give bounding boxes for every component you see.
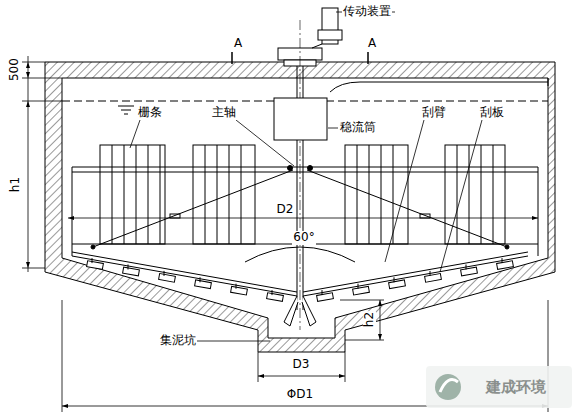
scraper-blade xyxy=(389,280,406,289)
bar xyxy=(205,145,206,244)
bar xyxy=(136,145,137,244)
bar xyxy=(469,145,470,244)
part-label: 传动装置 xyxy=(342,5,392,18)
main-shaft xyxy=(297,20,303,330)
bar xyxy=(241,145,242,244)
blade-bolt xyxy=(200,277,201,282)
bar xyxy=(217,145,218,244)
dimension-text: D3 xyxy=(292,358,311,371)
truss xyxy=(72,166,538,257)
blade-bolt xyxy=(128,264,129,269)
grid-bars xyxy=(100,145,505,244)
bar xyxy=(124,145,125,244)
part-label: 刮板 xyxy=(479,106,505,119)
blade-bolt xyxy=(466,264,467,269)
bar-frame xyxy=(100,145,165,244)
dimension-text: h1 xyxy=(9,176,22,193)
drive-unit xyxy=(278,8,342,66)
bar xyxy=(481,145,482,244)
bar xyxy=(493,145,494,244)
pipe xyxy=(330,78,548,92)
bar xyxy=(148,145,149,244)
dimension-text: ΦD1 xyxy=(286,388,314,401)
scraper-blade xyxy=(159,274,176,283)
blade-bolt xyxy=(272,290,273,295)
dimension-text: D2 xyxy=(276,203,295,216)
scraper-blade xyxy=(461,267,478,276)
blade-bolt xyxy=(394,277,395,282)
blade-bolt xyxy=(236,284,237,289)
angle-arc xyxy=(245,247,355,262)
section-letter: A xyxy=(367,37,377,50)
bar-frame xyxy=(345,145,408,244)
angle-text: 60° xyxy=(292,231,315,244)
dimension-text: h2 xyxy=(363,311,376,328)
bar-frame xyxy=(193,145,255,244)
scraper-blade xyxy=(497,261,514,270)
watermark: 建成环境 xyxy=(485,379,547,396)
scraper-blade xyxy=(353,286,370,295)
scraper-blade xyxy=(425,274,442,283)
scraper-blade xyxy=(87,261,104,270)
dimension-arrows xyxy=(26,62,548,408)
scraper-blade xyxy=(195,280,212,289)
bar xyxy=(357,145,358,244)
blade-bolt xyxy=(92,258,93,263)
scraper-blade xyxy=(267,293,284,302)
blade-bolt xyxy=(502,258,503,263)
bar xyxy=(457,145,458,244)
scraper-blade xyxy=(231,286,248,295)
blade-bolt xyxy=(164,271,165,276)
part-label: 集泥坑 xyxy=(159,334,197,347)
bar-frame xyxy=(445,145,505,244)
sump-scraper xyxy=(284,296,316,326)
water-symbol xyxy=(118,106,134,114)
scraper-blade xyxy=(123,267,140,276)
part-label: 栅条 xyxy=(137,106,163,119)
scraper-blades xyxy=(87,258,514,301)
bar xyxy=(369,145,370,244)
scraper-arm xyxy=(72,252,528,296)
dimension-text: 500 xyxy=(7,58,20,83)
bar xyxy=(112,145,113,244)
section-letter: A xyxy=(233,37,243,50)
blade-bolt xyxy=(430,271,431,276)
scraper-blade xyxy=(317,293,334,302)
watermark-logo xyxy=(426,366,572,408)
part-label: 稳流筒 xyxy=(339,121,377,134)
dimension-lines xyxy=(22,56,548,412)
bar xyxy=(160,145,161,244)
bar xyxy=(229,145,230,244)
bar xyxy=(381,145,382,244)
blade-bolt xyxy=(322,290,323,295)
part-label: 刮臂 xyxy=(421,106,447,119)
stilling-cylinder xyxy=(274,98,327,140)
part-label: 主轴 xyxy=(211,106,237,119)
blade-bolt xyxy=(358,284,359,289)
leader-lines xyxy=(130,12,482,341)
bar xyxy=(393,145,394,244)
